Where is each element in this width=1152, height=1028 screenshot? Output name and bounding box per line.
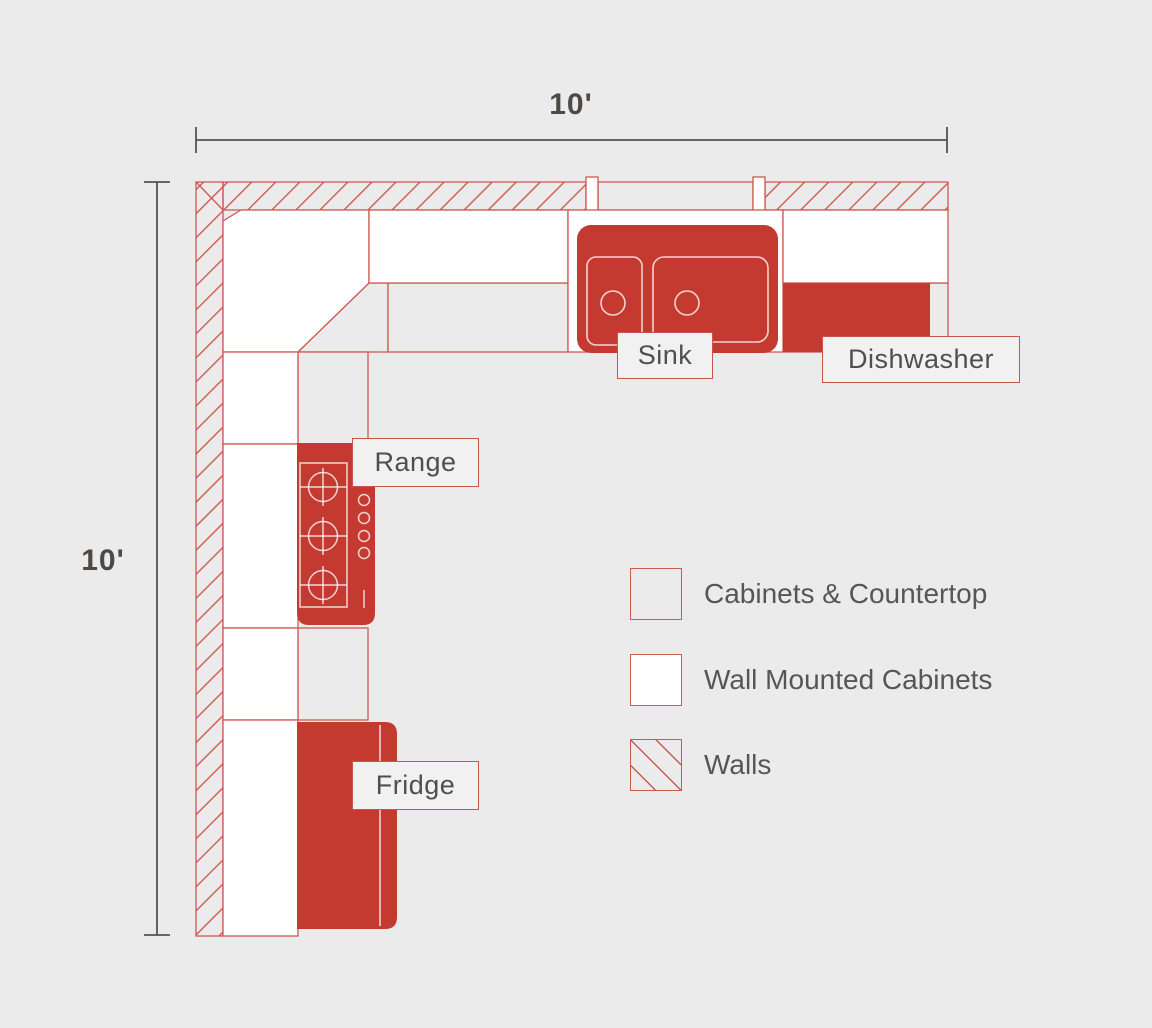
- range-label: Range: [352, 438, 479, 487]
- legend-label-walls: Walls: [704, 749, 772, 780]
- burner-2: [307, 520, 339, 552]
- window-marker-left: [585, 176, 599, 215]
- range-shape: [297, 443, 375, 625]
- legend-item-wall-cabinets: Wall Mounted Cabinets: [630, 654, 992, 706]
- top-wall-right-segment: [764, 181, 949, 211]
- range-knob-3: [357, 529, 371, 543]
- countertop-swatch: [630, 568, 682, 620]
- left-dimension-label: 10': [81, 544, 125, 577]
- countertop-top-run: [387, 282, 569, 353]
- left-cabinet-4: [222, 719, 299, 937]
- top-cabinet-1: [368, 209, 569, 284]
- wall-swatch: [630, 739, 682, 791]
- left-wall: [195, 181, 224, 937]
- left-cabinet-1: [222, 351, 299, 445]
- countertop-below-range: [297, 627, 369, 721]
- fridge-label: Fridge: [352, 761, 479, 810]
- walls: [195, 176, 949, 937]
- range-knob-2: [357, 511, 371, 525]
- countertop-above-range: [297, 351, 369, 445]
- dimension-lines: [144, 127, 948, 936]
- legend-item-countertop: Cabinets & Countertop: [630, 568, 987, 620]
- window-opening: [597, 181, 754, 211]
- legend-label-countertop: Cabinets & Countertop: [704, 578, 988, 609]
- sink-label: Sink: [617, 332, 713, 379]
- burner-1: [307, 471, 339, 503]
- sink-basin-left: [586, 256, 643, 346]
- legend-item-walls: Walls: [630, 739, 771, 791]
- wall-cabinet-swatch: [630, 654, 682, 706]
- burner-3: [307, 569, 339, 601]
- top-wall-left-segment: [222, 181, 587, 211]
- range-knob-4: [357, 546, 371, 560]
- left-cabinet-2: [222, 443, 299, 629]
- sink-drain-right: [674, 290, 700, 316]
- wall-corner-miter: [195, 181, 224, 211]
- range-knob-1: [357, 493, 371, 507]
- top-cabinet-2: [782, 209, 949, 284]
- cooktop-surface: [299, 462, 348, 608]
- top-dimension-label: 10': [549, 88, 593, 121]
- dishwasher-label: Dishwasher: [822, 336, 1020, 383]
- legend-label-wall-cabinets: Wall Mounted Cabinets: [704, 664, 993, 695]
- left-cabinet-3: [222, 627, 299, 721]
- window-marker-right: [752, 176, 766, 215]
- fridge-shape: [297, 722, 397, 929]
- sink-drain-left: [600, 290, 626, 316]
